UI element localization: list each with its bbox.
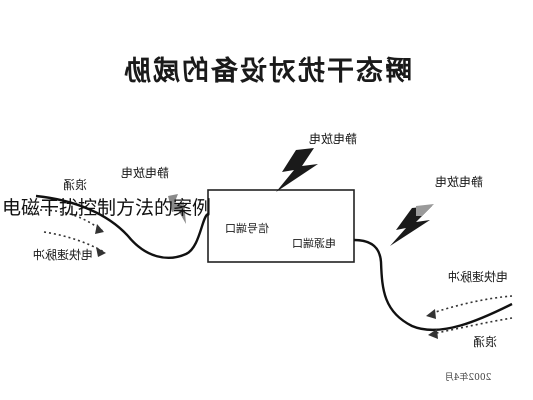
surge-arrowhead-left bbox=[95, 224, 104, 234]
esd-right-lightning-shade bbox=[416, 204, 434, 216]
esd-left-lightning-icon bbox=[168, 194, 186, 224]
figure-title: 瞬态干扰对设备的威胁 bbox=[122, 55, 412, 87]
esd-left-label: 静电放电 bbox=[121, 165, 169, 180]
device-box bbox=[207, 189, 355, 263]
eft-arrowhead-right bbox=[426, 309, 436, 319]
surge-arrowhead-right bbox=[428, 329, 438, 339]
eft-arrowhead-left bbox=[96, 247, 106, 257]
signal-cable bbox=[35, 194, 209, 259]
surge-left-label: 浪涌 bbox=[63, 177, 87, 192]
esd-top-label: 静电放电 bbox=[309, 131, 357, 146]
surge-right-label: 浪涌 bbox=[473, 334, 497, 349]
figure-date: 2002年4月 bbox=[445, 371, 492, 383]
case-caption: 电磁干扰控制方法的案例 bbox=[2, 197, 212, 219]
surge-arrow-right bbox=[431, 317, 513, 335]
signal-port-label: 信号端口 bbox=[225, 222, 269, 235]
eft-arrow-left bbox=[43, 231, 105, 253]
esd-right-label: 静电放电 bbox=[435, 174, 483, 189]
esd-top-lightning-icon bbox=[276, 148, 318, 192]
power-port-label: 电源端口 bbox=[292, 236, 336, 250]
power-cable bbox=[353, 238, 513, 331]
eft-right-label: 电快速脉冲 bbox=[448, 269, 508, 284]
eft-arrow-right bbox=[429, 295, 513, 315]
eft-left-label: 电快速脉冲 bbox=[33, 247, 93, 262]
